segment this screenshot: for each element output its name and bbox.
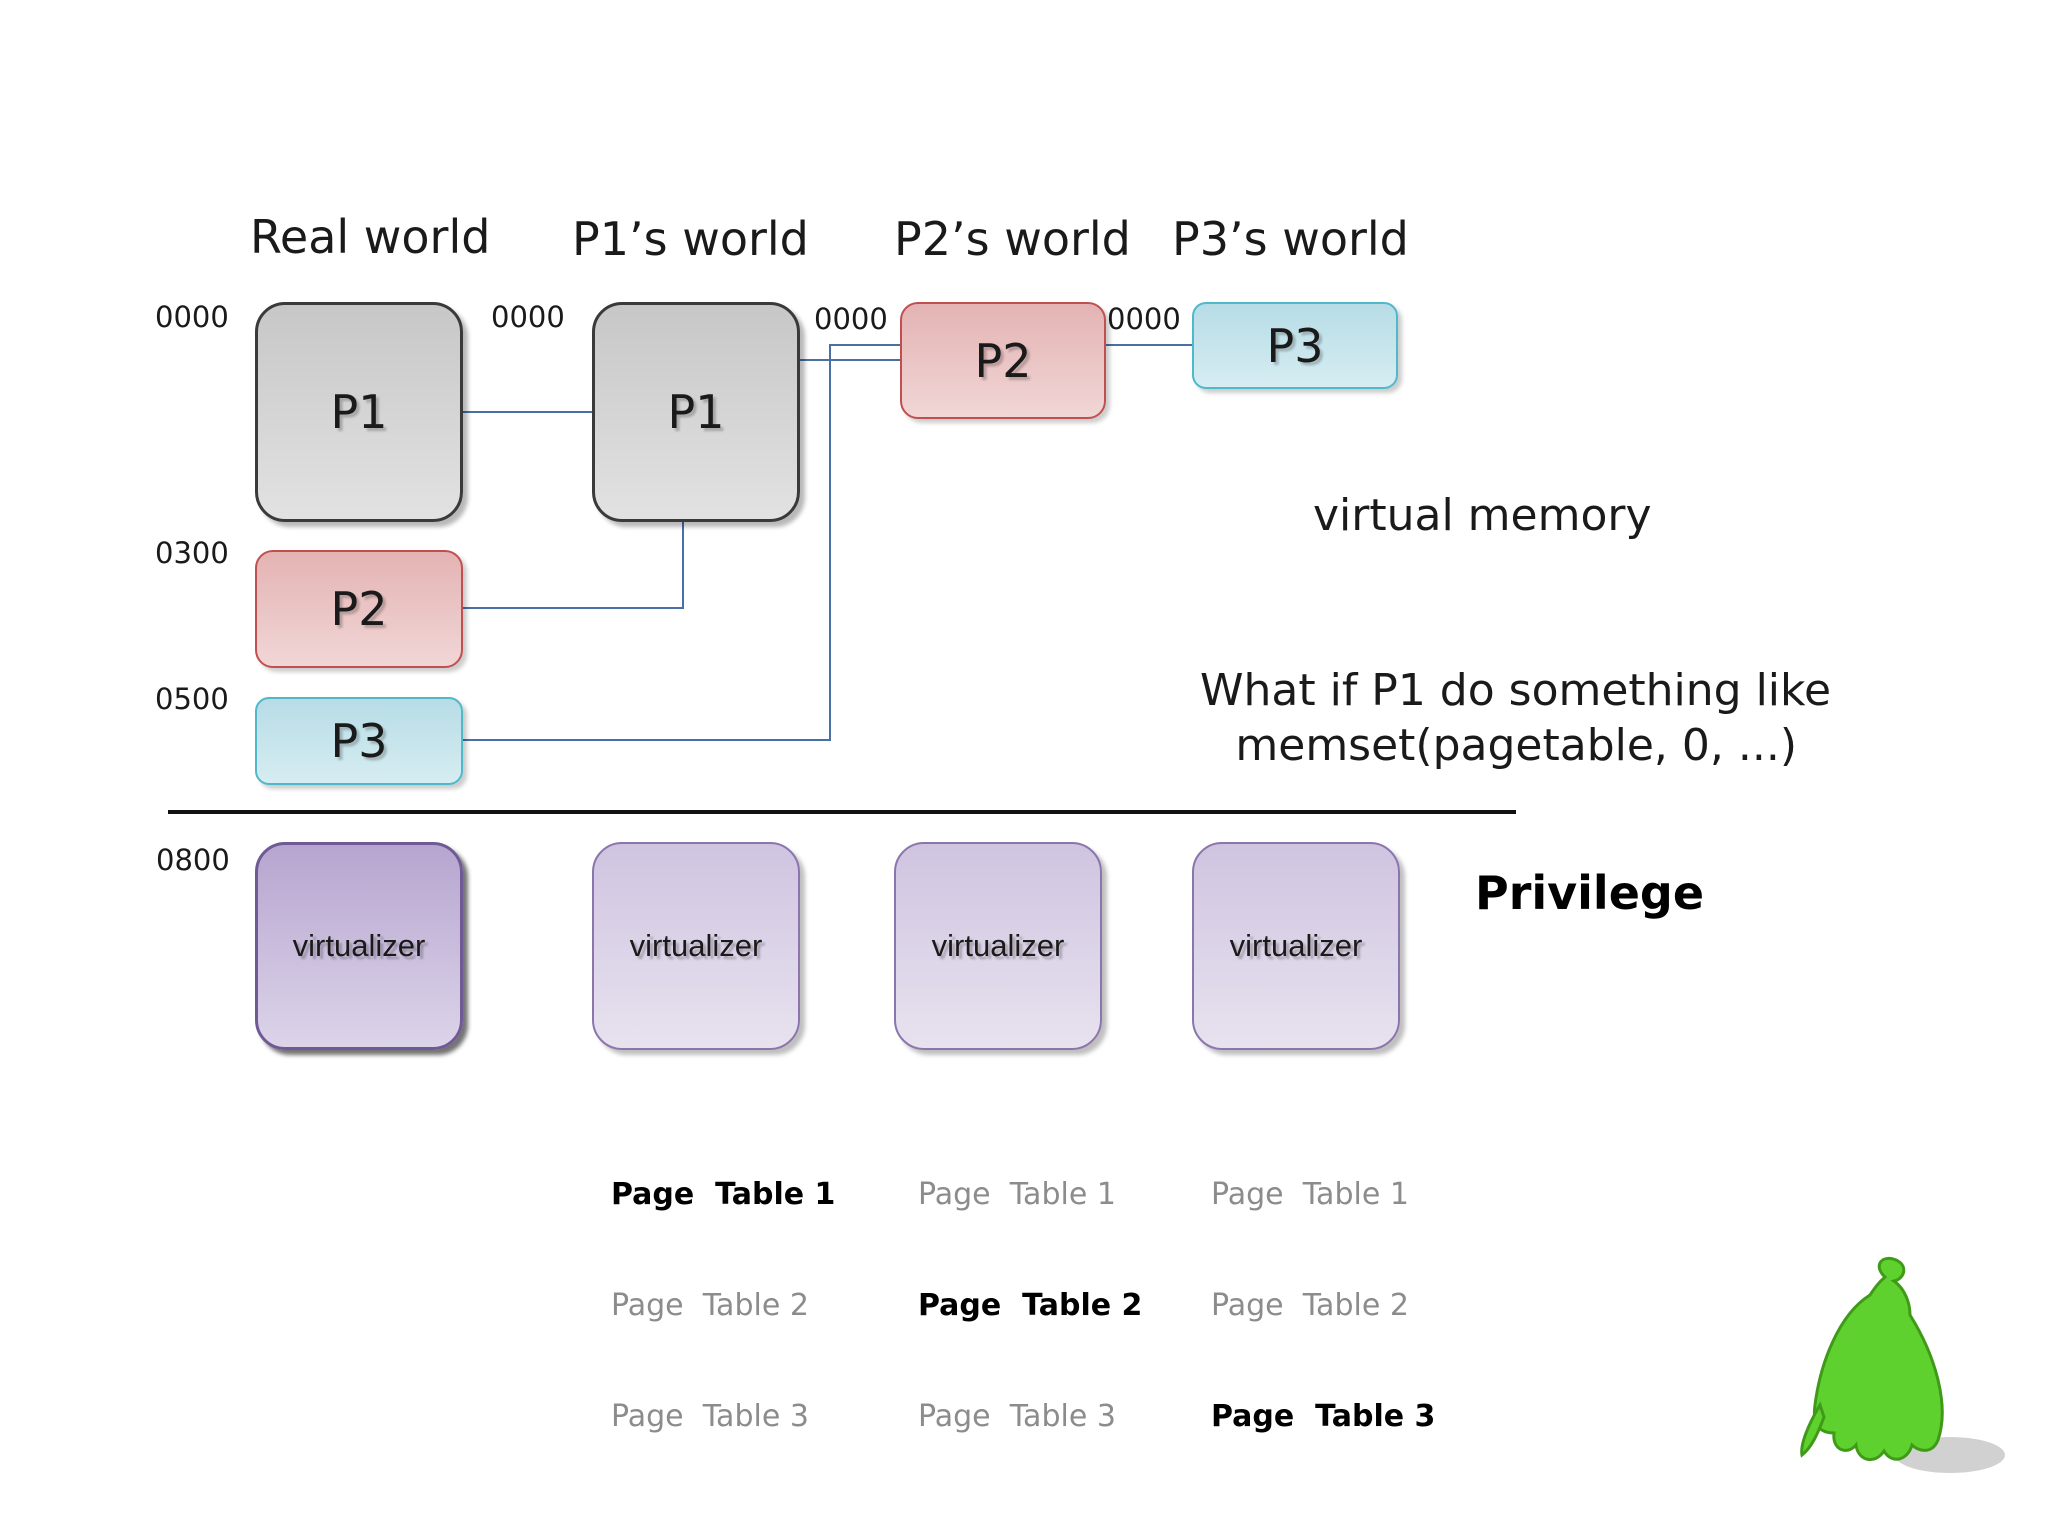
heading-real-world: Real world bbox=[250, 210, 491, 264]
real-p3-label: P3 bbox=[330, 714, 388, 768]
address-p2-0000: 0000 bbox=[814, 302, 888, 336]
p3-page-table-list: Page Table 1 Page Table 2 Page Table 3 bbox=[1211, 1102, 1435, 1472]
privilege-label: Privilege bbox=[1475, 866, 1705, 920]
p3-world-p3-label: P3 bbox=[1266, 318, 1324, 373]
green-mascot-icon bbox=[1800, 1256, 2005, 1473]
p1-world-virtualizer-block: virtualizer bbox=[592, 842, 800, 1050]
address-real-0800: 0800 bbox=[156, 843, 230, 877]
real-p3-block: P3 bbox=[255, 697, 463, 785]
p3-world-virtualizer-block: virtualizer bbox=[1192, 842, 1400, 1050]
p1-page-table-list: Page Table 1 Page Table 2 Page Table 3 bbox=[611, 1102, 835, 1472]
p1-page-table-2: Page Table 2 bbox=[611, 1288, 809, 1323]
address-real-0500: 0500 bbox=[155, 682, 229, 716]
p2-world-virtualizer-block: virtualizer bbox=[894, 842, 1102, 1050]
real-p2-block: P2 bbox=[255, 550, 463, 668]
note-question-line2: memset(pagetable, 0, ...) bbox=[1235, 720, 1797, 771]
address-p1-0000: 0000 bbox=[491, 300, 565, 334]
address-real-0300: 0300 bbox=[155, 536, 229, 570]
real-virtualizer-block: virtualizer bbox=[255, 842, 463, 1050]
p2-page-table-3: Page Table 3 bbox=[918, 1399, 1116, 1434]
p3-page-table-2: Page Table 2 bbox=[1211, 1288, 1409, 1323]
heading-p1-world: P1’s world bbox=[572, 212, 809, 266]
p1-page-table-1: Page Table 1 bbox=[611, 1177, 836, 1212]
address-real-0000: 0000 bbox=[155, 300, 229, 334]
p2-world-p2-label: P2 bbox=[974, 333, 1032, 388]
p2-page-table-list: Page Table 1 Page Table 2 Page Table 3 bbox=[918, 1102, 1142, 1472]
heading-p3-world: P3’s world bbox=[1172, 212, 1409, 266]
p1-world-p1-label: P1 bbox=[667, 385, 725, 439]
heading-p2-world: P2’s world bbox=[894, 212, 1131, 266]
p2-world-virtualizer-label: virtualizer bbox=[931, 928, 1065, 963]
p3-world-p3-block: P3 bbox=[1192, 302, 1398, 389]
note-virtual-memory: virtual memory bbox=[1313, 490, 1652, 541]
p2-world-p2-block: P2 bbox=[900, 302, 1106, 419]
real-p1-block: P1 bbox=[255, 302, 463, 522]
note-question-line1: What if P1 do something like bbox=[1200, 665, 1832, 716]
real-virtualizer-label: virtualizer bbox=[292, 928, 426, 963]
p1-page-table-3: Page Table 3 bbox=[611, 1399, 809, 1434]
address-p3-0000: 0000 bbox=[1107, 302, 1181, 336]
p2-page-table-2: Page Table 2 bbox=[918, 1288, 1143, 1323]
real-p1-label: P1 bbox=[330, 385, 388, 439]
p3-page-table-3: Page Table 3 bbox=[1211, 1399, 1436, 1434]
p1-world-p1-block: P1 bbox=[592, 302, 800, 522]
real-p2-label: P2 bbox=[330, 582, 388, 636]
p3-world-virtualizer-label: virtualizer bbox=[1229, 928, 1363, 963]
p3-page-table-1: Page Table 1 bbox=[1211, 1177, 1409, 1212]
p1-world-virtualizer-label: virtualizer bbox=[629, 928, 763, 963]
privilege-divider bbox=[168, 810, 1516, 814]
p2-page-table-1: Page Table 1 bbox=[918, 1177, 1116, 1212]
